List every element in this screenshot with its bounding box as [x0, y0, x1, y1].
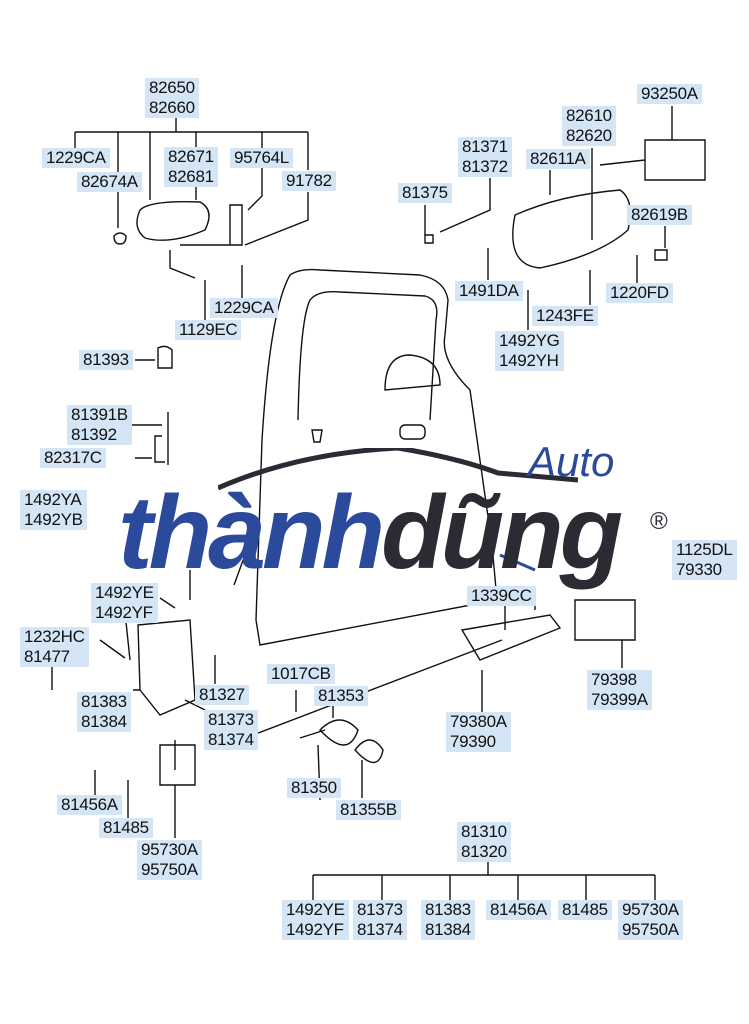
part-label-82674a[interactable]: 82674A [77, 172, 142, 192]
part-label-1220fd[interactable]: 1220FD [606, 283, 673, 303]
door-outline [255, 268, 498, 646]
part-label-1229ca-2[interactable]: 1229CA [210, 298, 278, 318]
door-latch [51, 570, 216, 838]
front-inside-handle [136, 200, 210, 241]
part-label-81393[interactable]: 81393 [79, 350, 133, 370]
part-label-93250a[interactable]: 93250A [637, 84, 702, 104]
handle-wiring [180, 204, 243, 246]
leader-lines-bottom [312, 862, 656, 900]
clip [113, 232, 127, 245]
mirror [384, 354, 441, 391]
part-label-79398[interactable]: 79398 79399A [587, 670, 652, 710]
part-label-81485[interactable]: 81485 [99, 818, 153, 838]
small-clips [424, 234, 668, 261]
part-label-81456a[interactable]: 81456A [57, 795, 122, 815]
part-81393 [135, 345, 173, 369]
part-label-81373[interactable]: 81373 81374 [204, 710, 258, 750]
part-label-1491da[interactable]: 1491DA [455, 281, 523, 301]
part-label-81375[interactable]: 81375 [398, 183, 452, 203]
leader-lines-front [74, 118, 309, 320]
part-label-81355b[interactable]: 81355B [336, 800, 401, 820]
part-label-82650[interactable]: 82650 82660 [145, 78, 199, 118]
power-window-switch [599, 139, 706, 181]
part-label-1125dl[interactable]: 1125DL 79330 [672, 540, 737, 580]
part-label-1492ya[interactable]: 1492YA 1492YB [20, 490, 87, 530]
door-handle-pocket [399, 424, 426, 440]
part-label-1232hc[interactable]: 1232HC 81477 [20, 627, 89, 667]
part-label-82317c[interactable]: 82317C [40, 448, 106, 468]
striker [125, 412, 169, 465]
part-label-82619b[interactable]: 82619B [627, 205, 692, 225]
part-label-1492ye[interactable]: 1492YE 1492YF [91, 583, 158, 623]
part-label-81310[interactable]: 81310 81320 [457, 822, 511, 862]
window-frame [297, 290, 438, 421]
bottom-label-95730a[interactable]: 95730A 95750A [618, 900, 683, 940]
part-label-91782[interactable]: 91782 [282, 171, 336, 191]
part-label-79380a[interactable]: 79380A 79390 [446, 712, 511, 752]
part-label-81353[interactable]: 81353 [314, 686, 368, 706]
part-label-1129ec[interactable]: 1129EC [175, 320, 242, 340]
part-label-81391b[interactable]: 81391B 81392 [67, 405, 132, 445]
part-label-1339cc[interactable]: 1339CC [467, 586, 536, 606]
leader-lines-rear [424, 106, 673, 330]
part-label-81350[interactable]: 81350 [287, 778, 341, 798]
part-label-95764l[interactable]: 95764L [230, 148, 293, 168]
bottom-label-81485[interactable]: 81485 [558, 900, 612, 920]
rear-inside-handle [512, 189, 631, 269]
bottom-label-1492ye[interactable]: 1492YE 1492YF [282, 900, 349, 940]
bottom-label-81456a[interactable]: 81456A [486, 900, 551, 920]
part-label-95730a[interactable]: 95730A 95750A [137, 840, 202, 880]
part-label-1229ca[interactable]: 1229CA [42, 148, 110, 168]
part-label-82611a[interactable]: 82611A [526, 149, 590, 169]
lock-knob [311, 429, 323, 443]
part-label-1243fe[interactable]: 1243FE [532, 306, 598, 326]
bottom-label-81373[interactable]: 81373 81374 [353, 900, 407, 940]
part-label-81327[interactable]: 81327 [195, 685, 249, 705]
part-label-81383[interactable]: 81383 81384 [77, 692, 131, 732]
part-label-82610[interactable]: 82610 82620 [562, 106, 616, 146]
part-label-1017cb[interactable]: 1017CB [267, 664, 335, 684]
part-label-81371[interactable]: 81371 81372 [458, 137, 512, 177]
part-label-1492yg[interactable]: 1492YG 1492YH [495, 331, 564, 371]
door-check-link [295, 690, 384, 801]
bottom-label-81383[interactable]: 81383 81384 [421, 900, 475, 940]
part-label-82671[interactable]: 82671 82681 [164, 147, 218, 187]
